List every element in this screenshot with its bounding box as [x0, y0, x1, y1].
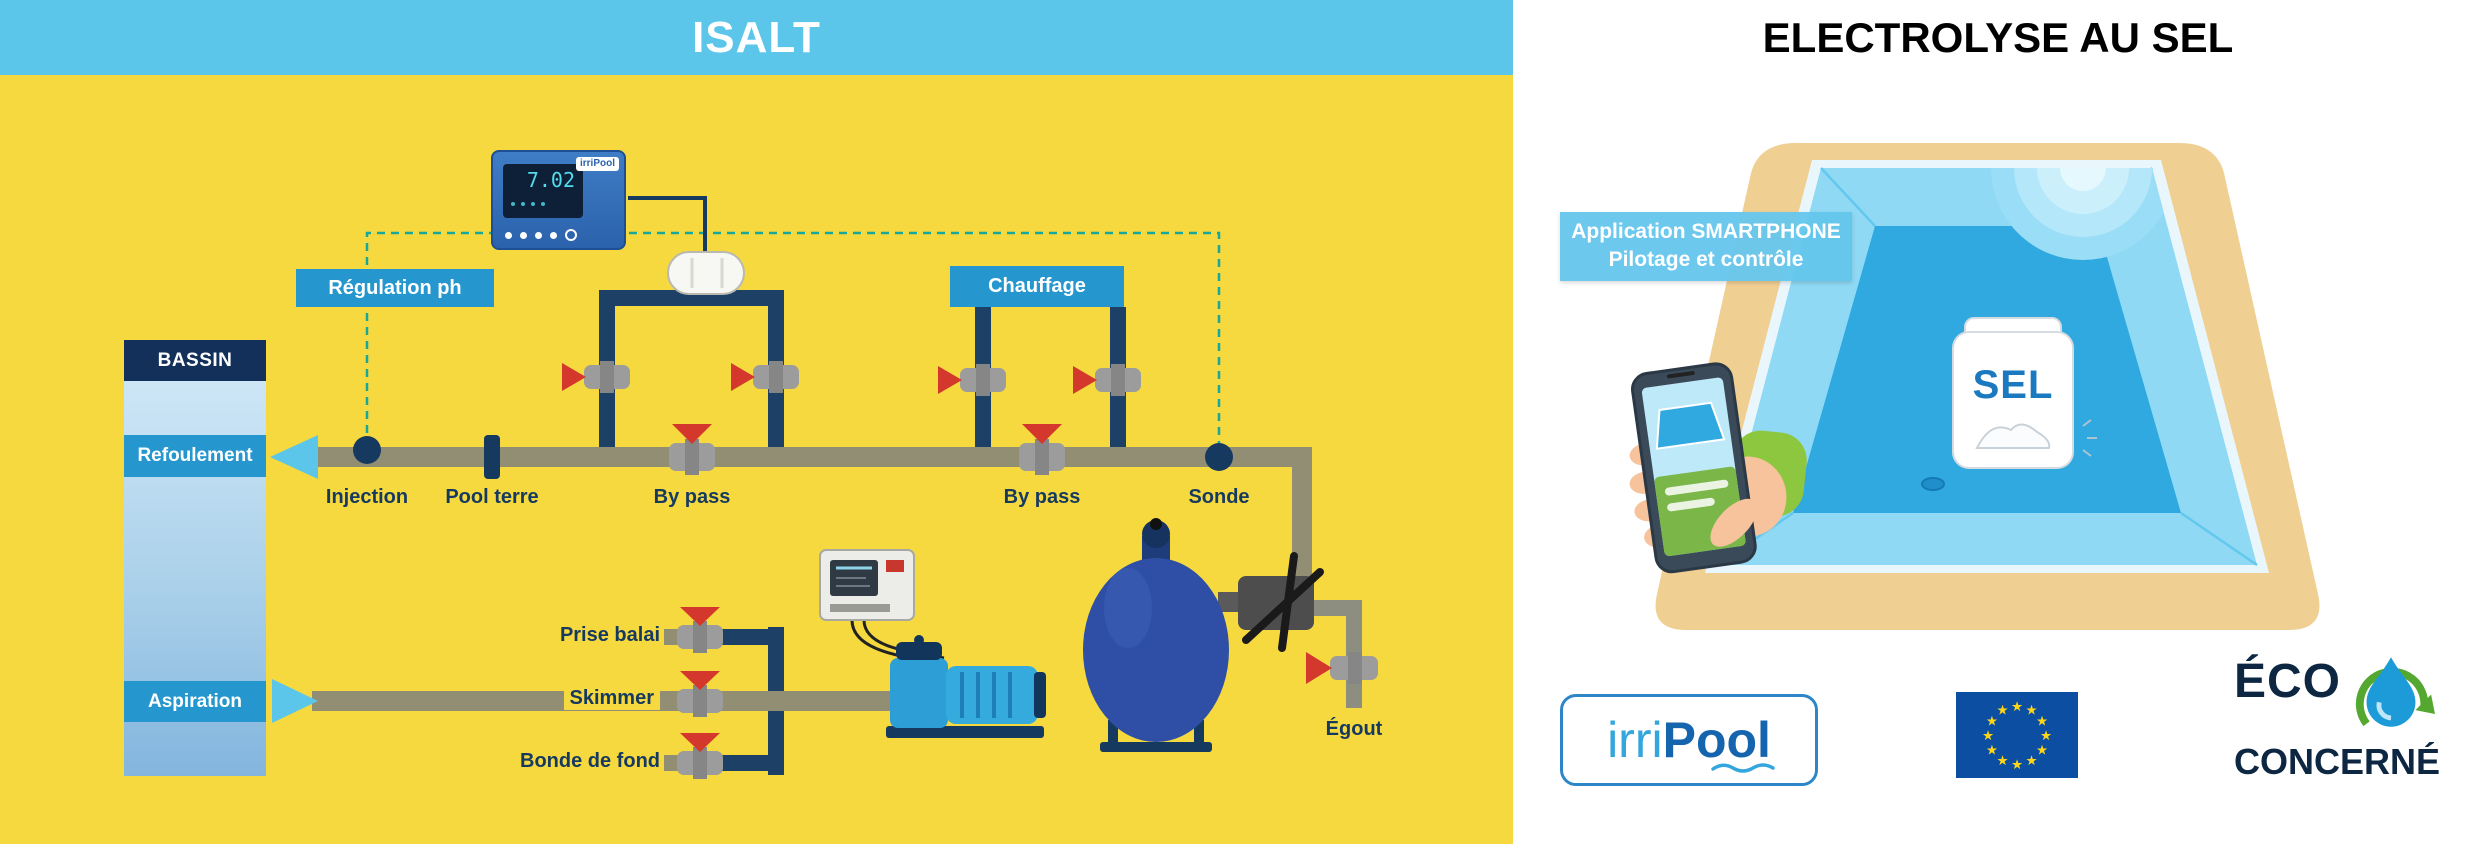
pool-drain [1921, 477, 1945, 491]
left-header: ISALT [0, 0, 1513, 75]
svg-text:★: ★ [1986, 713, 1998, 728]
egout-label: Égout [1325, 718, 1383, 740]
controller-brand-label: irriPool [575, 157, 619, 171]
valve-skimmer [677, 671, 723, 717]
pump-control-box [819, 549, 945, 664]
valve-prise-balai [677, 607, 723, 653]
right-header: ELECTROLYSE AU SEL [1513, 0, 2483, 75]
skimmer-label: Skimmer [563, 687, 660, 710]
eu-flag-icon: ★★★★★★★★★★★★ [1956, 692, 2078, 778]
irripool-logo-part2: Pool [1662, 712, 1771, 768]
chauffage-box: Chauffage [950, 266, 1124, 307]
bonde-de-fond-label: Bonde de fond [520, 750, 660, 772]
sel-sparkles [2082, 419, 2097, 457]
svg-text:★: ★ [2025, 703, 2037, 718]
refoulement-box: Refoulement [124, 435, 266, 477]
eu-flag-stars: ★★★★★★★★★★★★ [1982, 699, 2052, 772]
app-label-line2: Pilotage et contrôle [1608, 248, 1804, 272]
sel-bag-label: SEL [1973, 363, 2054, 407]
aspiration-arrow [272, 679, 318, 723]
svg-text:★: ★ [1982, 728, 1994, 743]
eco-concerne-logo: ÉCO CONCERNÉ [2234, 655, 2458, 798]
pump [886, 635, 1046, 738]
bypass-1-label: By pass [653, 486, 731, 508]
injection-fitting [353, 436, 381, 464]
svg-text:★: ★ [2036, 713, 2048, 728]
ph-controller: 7.02 irriPool [491, 150, 626, 250]
irripool-wave-icon [1711, 763, 1775, 773]
refoulement-arrow [270, 435, 318, 479]
prise-balai-label: Prise balai [559, 624, 660, 646]
valve-heater-left [938, 364, 1006, 396]
valve-bypass-1 [669, 424, 715, 475]
svg-text:★: ★ [2011, 757, 2023, 772]
bypass-2-label: By pass [1003, 486, 1081, 508]
injection-label: Injection [325, 486, 409, 508]
app-label-line1: Application SMARTPHONE [1571, 220, 1841, 243]
svg-text:★: ★ [2036, 742, 2048, 757]
hydraulic-schematic-svg [270, 196, 1378, 779]
eco-logo-line1: ÉCO [2234, 655, 2342, 708]
svg-text:★: ★ [1996, 753, 2008, 768]
svg-text:★: ★ [2025, 753, 2037, 768]
pool-steps [1991, 168, 2175, 260]
right-title: ELECTROLYSE AU SEL [1762, 13, 2234, 61]
aspiration-box: Aspiration [124, 681, 266, 722]
valve-cell-right [731, 361, 799, 393]
smartphone-in-hand-icon [1629, 362, 1807, 574]
water-drop-recycle-icon [2355, 657, 2436, 727]
hydraulic-diagram-panel: Régulation ph Chauffage BASSIN Refouleme… [124, 150, 1383, 779]
pool-terre-label: Pool terre [445, 486, 539, 508]
valve-egout [1306, 652, 1378, 684]
controller-led-icons [511, 202, 545, 206]
electrolysis-cell [628, 196, 745, 295]
multiport-valve [1218, 552, 1362, 708]
svg-text:★: ★ [2011, 699, 2023, 714]
valve-heater-right [1073, 364, 1141, 396]
svg-text:★: ★ [2040, 728, 2052, 743]
valve-cell-left [562, 361, 630, 393]
valve-bonde-de-fond [677, 733, 723, 779]
smartphone-app-label: Application SMARTPHONE Pilotage et contr… [1560, 212, 1852, 281]
regulation-ph-box: Régulation ph [296, 269, 494, 307]
controller-display: 7.02 [503, 164, 583, 218]
sonde-fitting [1205, 443, 1233, 471]
sand-filter [1083, 518, 1229, 752]
svg-text:★: ★ [1986, 742, 1998, 757]
electrolyse-panel: SEL [1513, 0, 2483, 855]
sel-bag: SEL [1952, 317, 2097, 469]
bassin-header: BASSIN [124, 340, 266, 381]
left-title: ISALT [692, 12, 821, 62]
pool-terre-fitting [484, 435, 500, 479]
svg-text:★: ★ [1996, 703, 2008, 718]
irripool-logo-part1: irri [1607, 712, 1663, 768]
sonde-label: Sonde [1188, 486, 1250, 508]
controller-buttons [505, 229, 577, 241]
valve-bypass-2 [1019, 424, 1065, 475]
eco-logo-line2: CONCERNÉ [2234, 741, 2441, 782]
